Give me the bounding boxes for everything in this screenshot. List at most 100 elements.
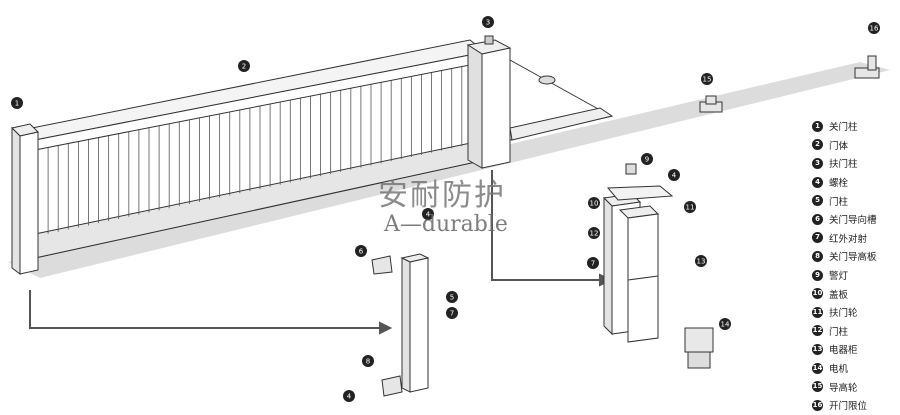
callout-number: 5 [450, 294, 454, 302]
legend-item: 8 关门导高板 [812, 247, 898, 266]
legend-number-badge: 5 [812, 195, 823, 207]
legend-label: 门柱 [829, 196, 849, 208]
detail-post [371, 253, 430, 397]
detail-cabinet [602, 163, 714, 369]
callout-number: 1 [15, 100, 19, 108]
legend-number-badge: 14 [812, 362, 823, 374]
callout-badge: 8 [362, 355, 374, 367]
legend-number-badge: 1 [812, 120, 823, 132]
callout-badge: 4 [668, 169, 680, 181]
legend-label: 关门导高板 [829, 252, 877, 264]
legend-item: 15 导高轮 [812, 377, 898, 396]
legend-label: 盖板 [829, 289, 849, 301]
legend-item: 5 门柱 [812, 191, 898, 210]
support-post [466, 35, 512, 169]
callout-number: 8 [366, 358, 370, 366]
legend-label: 关门柱 [829, 122, 858, 134]
tail-rail [509, 59, 614, 141]
callout-badge: 10 [588, 197, 600, 209]
legend-item: 6 关门导向槽 [812, 210, 898, 229]
callout-badge: 5 [446, 291, 458, 303]
callout-number: 4 [672, 172, 677, 180]
closing-post [11, 123, 39, 275]
callout-badge: 12 [588, 227, 600, 239]
callout-number: 11 [686, 204, 695, 212]
legend-label: 螺栓 [829, 178, 849, 190]
callout-badge: 7 [587, 257, 599, 269]
callout-number: 4 [426, 211, 431, 219]
legend-number-badge: 15 [812, 381, 823, 393]
legend-number-badge: 3 [812, 157, 823, 169]
callout-number: 13 [697, 258, 706, 266]
legend-number-badge: 8 [812, 250, 823, 262]
legend-item: 7 红外对射 [812, 229, 898, 248]
parts-legend: 1 关门柱 2 门体 3 扶门柱 4 螺栓 5 门柱 6 关门导向槽 7 红外对射 8 关门导高板 9 警灯 10 盖… [812, 117, 898, 415]
legend-label: 导高轮 [829, 382, 858, 394]
callout-badge: 6 [355, 245, 367, 257]
legend-label: 电机 [829, 364, 849, 376]
legend-label: 警灯 [829, 271, 849, 283]
legend-number-badge: 10 [812, 288, 823, 300]
legend-number-badge: 12 [812, 325, 823, 337]
watermark-chinese: 安耐防护 [378, 178, 506, 213]
callout-number: 7 [450, 310, 454, 318]
callout-badge: 7 [446, 307, 458, 319]
callout-badge: 1 [11, 97, 23, 109]
legend-item: 16 开门限位 [812, 396, 898, 415]
legend-label: 关门导向槽 [829, 215, 877, 227]
legend-label: 门体 [829, 140, 849, 152]
callout-badge: 2 [238, 60, 250, 72]
gate-body [20, 39, 487, 259]
callout-badge: 13 [695, 255, 707, 267]
legend-label: 门柱 [829, 326, 849, 338]
legend-number-badge: 6 [812, 213, 823, 225]
legend-item: 12 门柱 [812, 322, 898, 341]
callout-number: 7 [591, 260, 595, 268]
callout-badge: 4 [422, 208, 434, 220]
open-limit [854, 55, 880, 79]
legend-number-badge: 11 [812, 306, 823, 318]
callout-number: 14 [721, 321, 730, 329]
callout-number: 10 [590, 200, 599, 208]
callout-badge: 15 [701, 73, 713, 85]
callout-number: 4 [347, 393, 352, 401]
legend-item: 11 扶门轮 [812, 303, 898, 322]
legend-number-badge: 2 [812, 139, 823, 151]
legend-item: 9 警灯 [812, 266, 898, 285]
callout-number: 16 [870, 25, 879, 33]
legend-label: 扶门轮 [829, 308, 858, 320]
ground-track [8, 62, 890, 278]
legend-label: 开门限位 [829, 401, 868, 413]
legend-number-badge: 4 [812, 176, 823, 188]
legend-item: 13 电器柜 [812, 340, 898, 359]
legend-label: 扶门柱 [829, 159, 858, 171]
callout-badge: 16 [868, 22, 880, 34]
legend-number-badge: 13 [812, 343, 823, 355]
callout-number: 12 [590, 230, 599, 238]
watermark-english: A—durable [384, 212, 508, 237]
legend-item: 2 门体 [812, 136, 898, 155]
callout-badge: 11 [684, 201, 696, 213]
callout-number: 6 [359, 248, 364, 256]
legend-item: 1 关门柱 [812, 117, 898, 136]
callout-badge: 4 [343, 390, 355, 402]
legend-number-badge: 9 [812, 269, 823, 281]
legend-label: 红外对射 [829, 233, 868, 245]
legend-item: 10 盖板 [812, 284, 898, 303]
legend-number-badge: 16 [812, 399, 823, 411]
legend-label: 电器柜 [829, 345, 858, 357]
callout-number: 3 [486, 19, 490, 27]
callout-badge: 3 [482, 16, 494, 28]
legend-number-badge: 7 [812, 232, 823, 244]
legend-item: 4 螺栓 [812, 173, 898, 192]
callout-number: 15 [703, 76, 712, 84]
legend-item: 14 电机 [812, 359, 898, 378]
callout-badge: 9 [641, 153, 653, 165]
guide-wheel [699, 95, 723, 113]
callout-number: 9 [645, 156, 649, 164]
legend-item: 3 扶门柱 [812, 154, 898, 173]
callout-badge: 14 [719, 318, 731, 330]
callout-number: 2 [242, 63, 246, 71]
